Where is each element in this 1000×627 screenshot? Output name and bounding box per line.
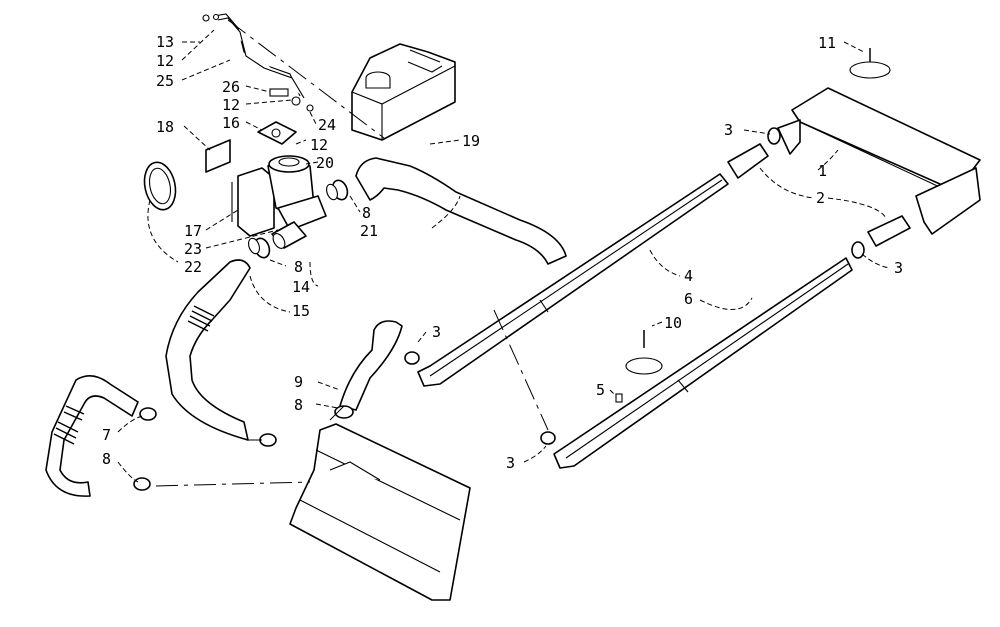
hose-9 xyxy=(339,320,403,411)
callout-26: 26 xyxy=(222,78,240,96)
callout-18: 18 xyxy=(156,118,174,136)
callout-labels: 13 12 25 26 12 16 24 12 18 20 19 17 23 2… xyxy=(102,33,903,472)
callout-15: 15 xyxy=(292,302,310,320)
clip-5 xyxy=(615,393,623,403)
bolt-10 xyxy=(625,330,663,375)
callout-1: 1 xyxy=(818,162,827,180)
callout-22: 22 xyxy=(184,258,202,276)
callout-21: 21 xyxy=(360,222,378,240)
short-hose-2b xyxy=(867,215,911,247)
coolant-tube-6 xyxy=(553,257,853,469)
callout-12: 12 xyxy=(156,52,174,70)
callout-12: 12 xyxy=(310,136,328,154)
callout-20: 20 xyxy=(316,154,334,172)
hose-clamp-3a xyxy=(767,127,781,145)
callout-4: 4 xyxy=(684,267,693,285)
callout-11: 11 xyxy=(818,34,836,52)
heat-exchanger-panel xyxy=(289,423,471,601)
hose-clamp-7a xyxy=(139,407,157,421)
callout-9: 9 xyxy=(294,373,303,391)
coolant-reservoir xyxy=(351,43,456,141)
callout-23: 23 xyxy=(184,240,202,258)
hose-clamp-15 xyxy=(259,433,277,447)
coolant-tube-4 xyxy=(417,173,729,387)
callout-16: 16 xyxy=(222,114,240,132)
callout-3: 3 xyxy=(432,323,441,341)
fitting-26 xyxy=(269,88,314,112)
callout-17: 17 xyxy=(184,222,202,240)
callout-14: 14 xyxy=(292,278,310,296)
callout-13: 13 xyxy=(156,33,174,51)
hose-clamp-3d xyxy=(540,431,556,445)
bolt-11 xyxy=(849,48,891,79)
hose-7 xyxy=(45,375,139,497)
callout-8: 8 xyxy=(102,450,111,468)
callout-8: 8 xyxy=(294,258,303,276)
phantom-lines xyxy=(155,19,549,487)
leader-lines xyxy=(117,29,891,483)
hose-clamp-7b xyxy=(133,477,151,491)
gasket xyxy=(257,121,297,145)
pump-outlet-fitting xyxy=(271,221,307,249)
callout-3: 3 xyxy=(894,259,903,277)
hose-clamp-lower xyxy=(248,237,271,259)
upper-hose xyxy=(355,157,567,265)
callout-6: 6 xyxy=(684,290,693,308)
callout-2: 2 xyxy=(816,189,825,207)
callout-3: 3 xyxy=(724,121,733,139)
hose-clamp-3c xyxy=(404,351,420,365)
mounting-strap xyxy=(143,161,177,211)
water-pump-assembly xyxy=(231,155,327,237)
hose-clamp-upper xyxy=(326,179,349,201)
decal xyxy=(205,139,231,173)
callout-25: 25 xyxy=(156,72,174,90)
callout-3: 3 xyxy=(506,454,515,472)
hose-clamp-3b xyxy=(851,241,865,259)
lower-hose xyxy=(165,259,251,441)
callout-10: 10 xyxy=(664,314,682,332)
callout-12: 12 xyxy=(222,96,240,114)
callout-5: 5 xyxy=(596,381,605,399)
callout-8: 8 xyxy=(362,204,371,222)
overflow-tube xyxy=(202,13,305,99)
callout-24: 24 xyxy=(318,116,336,134)
rear-heat-exchanger xyxy=(777,87,981,235)
callout-19: 19 xyxy=(462,132,480,150)
short-hose-2a xyxy=(727,143,769,179)
callout-7: 7 xyxy=(102,426,111,444)
callout-8: 8 xyxy=(294,396,303,414)
